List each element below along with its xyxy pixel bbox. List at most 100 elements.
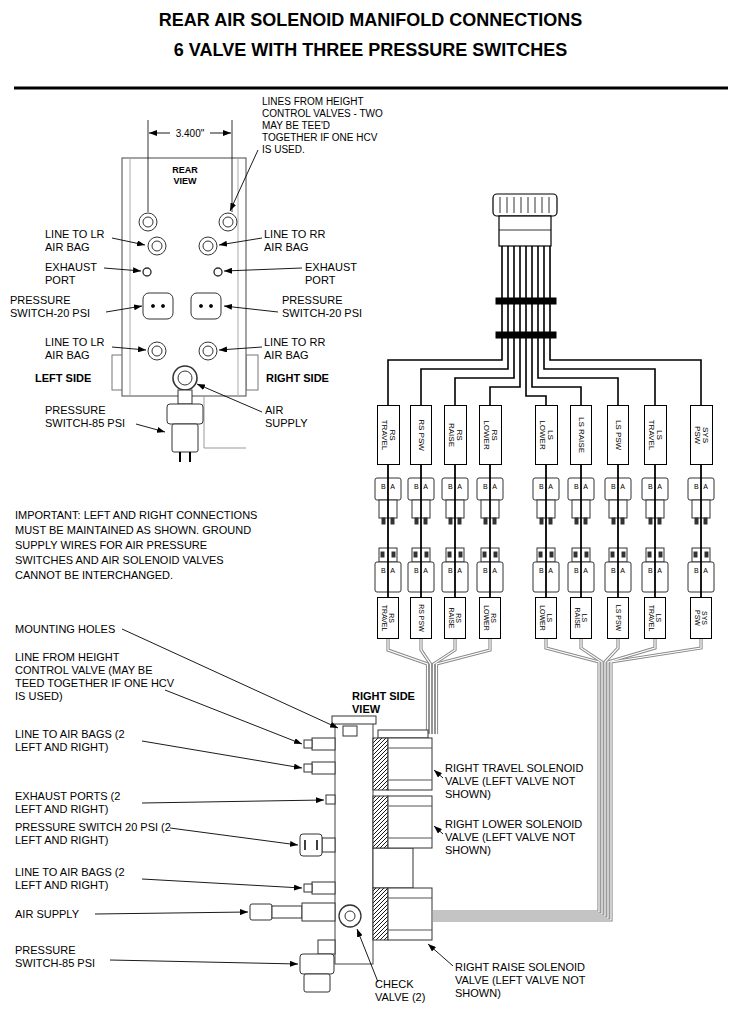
harness-wire xyxy=(421,246,508,405)
socket-hole xyxy=(585,552,588,557)
connector-rib xyxy=(521,197,522,213)
air-port xyxy=(219,213,237,231)
hcv-fitting xyxy=(312,738,335,750)
leader-line xyxy=(142,879,302,888)
note-text: LINES FROM HEIGHT CONTROL VALVES - TWO M… xyxy=(262,96,387,156)
side-label: LEFT SIDE xyxy=(35,372,115,385)
side-label: RIGHT SIDE xyxy=(266,372,356,385)
plug-pin xyxy=(540,518,543,524)
manifold-body xyxy=(335,722,373,964)
lower-wire xyxy=(433,639,599,912)
connector-rib xyxy=(535,197,536,213)
plug-pin xyxy=(382,518,385,524)
air-port-bore xyxy=(203,346,213,356)
callout-label: PRESSURE SWITCH-20 PSI xyxy=(10,294,105,320)
air-port-bore xyxy=(152,346,162,356)
extension-line xyxy=(148,120,232,212)
solenoid-hatch xyxy=(373,888,388,940)
tag-text: LS LOWER xyxy=(538,417,555,453)
coil-band xyxy=(388,898,432,930)
lower-wire-core xyxy=(433,639,701,920)
leader-line xyxy=(170,828,298,845)
check-valve xyxy=(339,905,361,927)
pin-label: B A xyxy=(409,567,433,575)
wire-tag: LS LOWER xyxy=(535,597,557,639)
leader-line xyxy=(112,347,146,350)
plug-pin xyxy=(584,518,587,524)
connector-rib xyxy=(514,197,515,213)
callout-label: PRESSURE SWITCH-85 PSI xyxy=(45,404,140,430)
lower-wire-core xyxy=(388,639,428,734)
lower-wire-core xyxy=(433,639,618,916)
socket-hole xyxy=(459,552,462,557)
check-valve-core xyxy=(345,911,355,921)
body-edge xyxy=(130,158,238,396)
air-port xyxy=(199,237,217,255)
harness-wire xyxy=(490,246,520,405)
tag-text: LS TRAVEL xyxy=(647,417,664,453)
socket-hole xyxy=(539,552,542,557)
harness-wire xyxy=(550,246,701,405)
manifold-body xyxy=(122,158,246,396)
socket-hole xyxy=(659,552,662,557)
plug-pin xyxy=(493,518,496,524)
tag-text: RS LOWER xyxy=(483,603,498,633)
tag-text: RS LOWER xyxy=(482,417,499,453)
leader-line xyxy=(142,741,302,768)
callout-label: RIGHT TRAVEL SOLENOID VALVE (LEFT VALVE … xyxy=(445,762,593,801)
air-supply-fitting xyxy=(272,906,302,918)
air-supply-fitting xyxy=(302,903,335,921)
switch-pin xyxy=(151,304,154,307)
harness-wire xyxy=(388,246,502,405)
leader-line xyxy=(428,944,453,966)
leader-line xyxy=(434,826,443,834)
socket-hole xyxy=(574,552,577,557)
plug-pin xyxy=(484,518,487,524)
wire-tag: RS TRAVEL xyxy=(377,405,400,465)
callout-label: MOUNTING HOLES xyxy=(15,623,145,636)
pressure-switch xyxy=(300,954,334,974)
wire-tag: LS RAISE xyxy=(570,597,592,639)
pin-label: B A xyxy=(689,567,713,575)
leader-line xyxy=(106,306,142,312)
socket-hole xyxy=(448,552,451,557)
switch-pin xyxy=(209,304,212,307)
pin-label: B A xyxy=(376,483,400,491)
switch-pin xyxy=(180,452,190,462)
cable-tie xyxy=(496,332,556,338)
pin-label: B A xyxy=(569,567,593,575)
switch-fitting xyxy=(178,390,192,404)
callout-label: LINE TO RR AIR BAG xyxy=(264,336,339,362)
solenoid-coil xyxy=(388,796,432,848)
tag-text: SYS PSW xyxy=(693,417,710,453)
connector-rib xyxy=(507,197,508,213)
lower-wire xyxy=(433,639,701,920)
pin-label: B A xyxy=(534,567,558,575)
pin-label: B A xyxy=(606,567,630,575)
tag-text: LS PSW xyxy=(614,603,621,633)
title-rule xyxy=(14,87,728,90)
leader-line xyxy=(434,770,443,778)
pin-label: B A xyxy=(569,483,593,491)
socket-hole xyxy=(392,552,395,557)
air-port-bore xyxy=(203,241,213,251)
pressure-switch xyxy=(191,293,221,319)
plug-pin xyxy=(424,518,427,524)
leader-line xyxy=(110,960,298,964)
solenoid-hatch xyxy=(373,796,388,848)
view-label: REAR VIEW xyxy=(165,165,205,187)
plug-pin xyxy=(621,518,624,524)
leader-line xyxy=(165,690,302,744)
pressure-switch xyxy=(167,404,203,424)
plug-pin xyxy=(649,518,652,524)
callout-label: LINE TO RR AIR BAG xyxy=(264,228,339,254)
harness-connector xyxy=(499,216,551,246)
socket-hole xyxy=(425,552,428,557)
leader-line xyxy=(197,384,262,412)
tag-text: RS PSW xyxy=(417,603,424,633)
pressure-switch xyxy=(300,834,322,856)
connector-rib xyxy=(528,197,529,213)
socket-hole xyxy=(483,552,486,557)
airbag-fitting xyxy=(312,762,335,774)
